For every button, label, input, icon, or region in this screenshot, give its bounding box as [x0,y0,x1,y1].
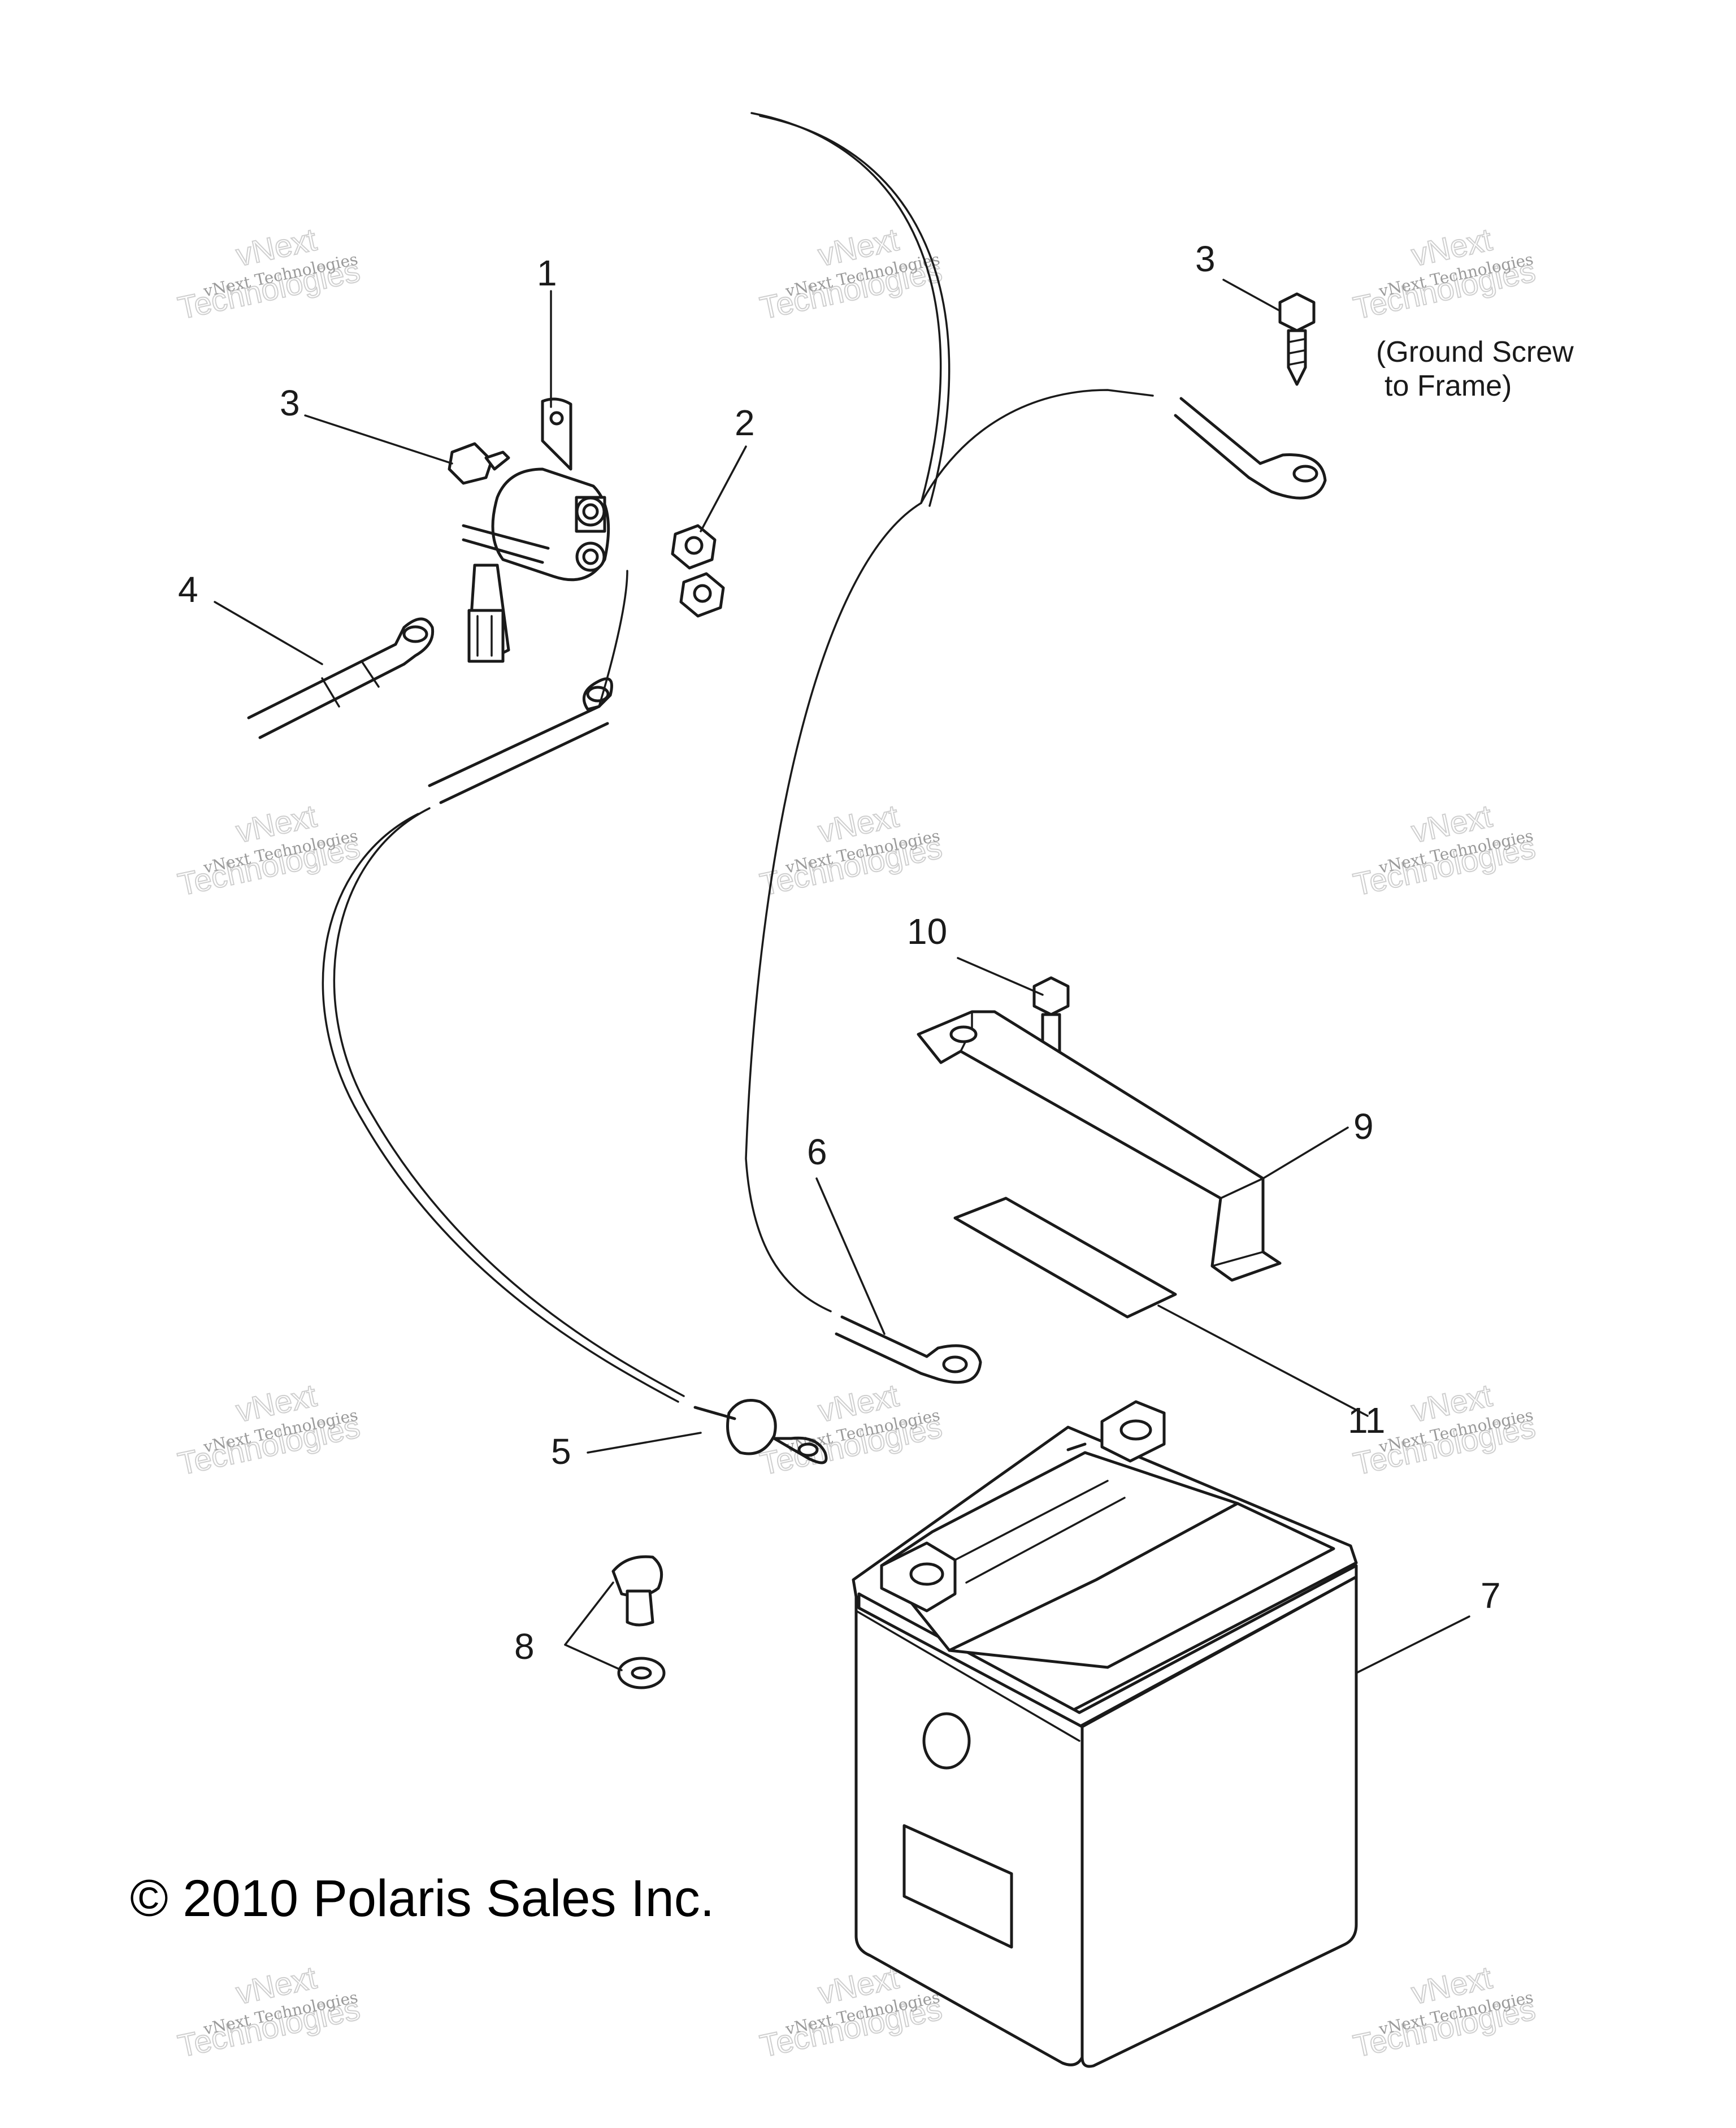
watermark: vNext Technologies vNext Technologies [756,798,945,903]
callouts: 1 2 3 3 4 5 6 7 8 9 10 11 [178,239,1501,1667]
callout-1: 1 [537,253,557,293]
callout-4: 4 [178,569,198,610]
note-line-1: (Ground Screw [1376,336,1574,369]
screw-3-left [448,442,510,485]
cable-4 [247,617,435,739]
watermark: vNext Technologies vNext Technologies [174,1959,363,2065]
screw-10 [1032,976,1070,1070]
watermark: vNext Technologies vNext Technologies [1349,221,1539,327]
watermark: vNext Technologies vNext Technologies [174,1377,363,1483]
callout-10: 10 [907,911,947,952]
ground-screw-note: (Ground Screw to Frame) [1376,336,1574,402]
callout-3-ground: 3 [1195,239,1216,279]
copyright-notice: © 2010 Polaris Sales Inc. [130,1870,714,1927]
leader-lines [214,279,1470,1674]
callout-5: 5 [551,1431,571,1472]
hold-down-strap-9 [917,1010,1282,1282]
callout-6: 6 [807,1132,827,1172]
bolt-and-washer-8 [611,1555,666,1689]
callout-11: 11 [1348,1400,1385,1441]
positive-cable [322,570,828,1464]
watermark: vNext Technologies vNext Technologies [756,221,945,327]
nuts-2 [671,524,725,618]
starter-solenoid [462,397,610,663]
callout-2: 2 [735,402,755,443]
watermark: vNext Technologies vNext Technologies [1349,798,1539,903]
note-line-2: to Frame) [1385,370,1512,402]
watermark: vNext Technologies vNext Technologies [756,1377,945,1483]
callout-3-left: 3 [280,383,300,423]
pad-11 [953,1197,1177,1319]
battery-7 [852,1400,1358,2068]
watermark: vNext Technologies vNext Technologies [174,798,363,903]
ground-screw-3 [1278,292,1316,386]
negative-cable [745,112,1327,1384]
watermark: vNext Technologies vNext Technologies [1349,1959,1539,2065]
callout-8: 8 [514,1626,535,1667]
callout-9: 9 [1353,1106,1374,1147]
callout-7: 7 [1481,1575,1501,1616]
watermark: vNext Technologies vNext Technologies [174,221,363,327]
